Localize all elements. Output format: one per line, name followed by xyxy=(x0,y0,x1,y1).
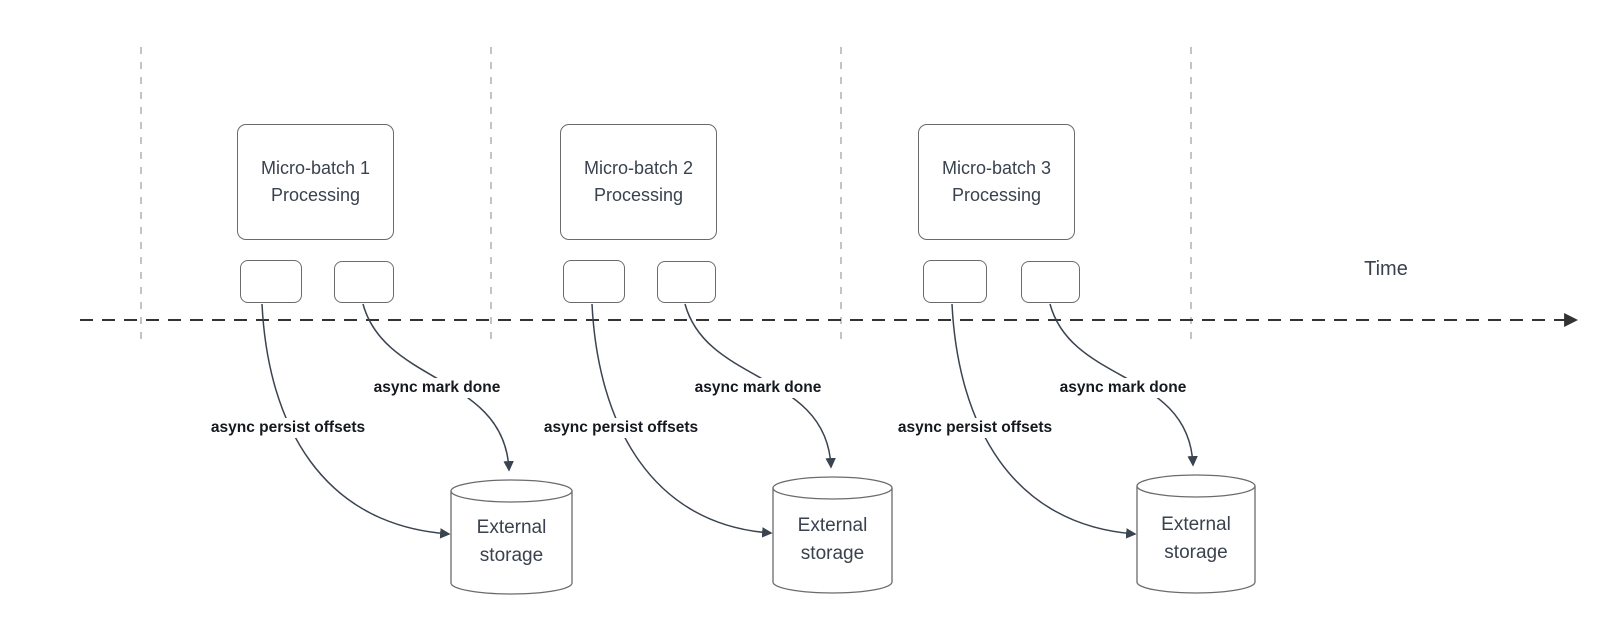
persist-offsets-arrow-3 xyxy=(951,303,1137,539)
time-label: Time xyxy=(1364,258,1408,280)
micro-batch-2-box: Micro-batch 2 Processing xyxy=(560,124,717,240)
subtask-box-1-left xyxy=(240,260,302,303)
storage-label-3: External storage xyxy=(1161,514,1231,563)
mark-done-label-1: async mark done xyxy=(370,378,504,398)
subtask-box-1-right xyxy=(334,261,394,303)
external-storage-cylinder-1 xyxy=(450,479,573,595)
micro-batch-3-box: Micro-batch 3 Processing xyxy=(918,124,1075,240)
subtask-box-3-left xyxy=(923,260,987,303)
storage-label-2: External storage xyxy=(797,515,868,564)
subtask-box-2-left xyxy=(563,260,625,303)
persist-offsets-label-2: async persist offsets xyxy=(540,418,702,438)
mark-done-label-3: async mark done xyxy=(1056,378,1190,398)
persist-offsets-arrow-1 xyxy=(261,303,451,539)
external-storage-cylinder-2 xyxy=(772,476,893,594)
storage-label-1: External storage xyxy=(476,517,547,566)
persist-offsets-arrow-2 xyxy=(591,303,773,538)
subtask-box-3-right xyxy=(1021,261,1080,303)
persist-offsets-label-1: async persist offsets xyxy=(207,418,369,438)
persist-offsets-label-3: async persist offsets xyxy=(894,418,1056,438)
mark-done-label-2: async mark done xyxy=(691,378,825,398)
subtask-box-2-right xyxy=(657,261,716,303)
external-storage-cylinder-3 xyxy=(1136,474,1256,594)
micro-batch-1-box: Micro-batch 1 Processing xyxy=(237,124,394,240)
